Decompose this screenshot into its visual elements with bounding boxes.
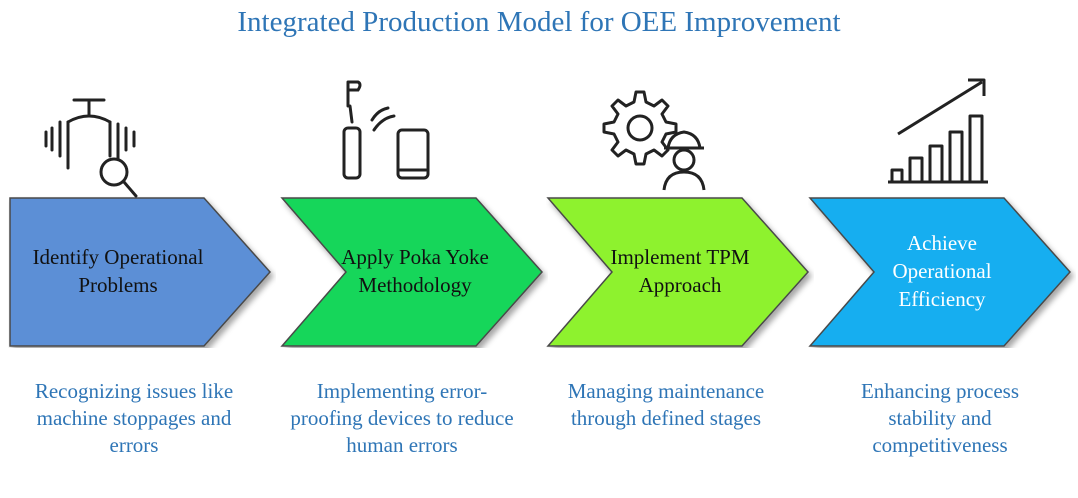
step-description: Managing maintenance through defined sta… — [567, 379, 765, 430]
step-arrow-identify: Identify Operational Problems — [8, 196, 276, 348]
step-label: Identify Operational Problems — [32, 245, 204, 297]
arrow-shape — [808, 197, 1072, 347]
step-description: Recognizing issues like machine stoppage… — [34, 379, 234, 457]
step-arrow-efficiency: Achieve Operational Efficiency — [808, 196, 1076, 348]
gear-worker-icon — [600, 86, 710, 196]
step-arrow-poka-yoke: Apply Poka Yoke Methodology — [280, 196, 548, 348]
arrow-shape — [546, 197, 810, 347]
growth-chart-icon — [884, 70, 1004, 186]
diagram-title: Integrated Production Model for OEE Impr… — [237, 6, 841, 38]
step-description: Implementing error-proofing devices to r… — [290, 379, 514, 457]
step-description: Enhancing process stability and competit… — [860, 379, 1020, 457]
step-arrow-tpm: Implement TPM Approach — [546, 196, 814, 348]
step-label: Achieve Operational Efficiency — [892, 231, 992, 311]
step-label: Apply Poka Yoke Methodology — [341, 245, 489, 297]
step-label: Implement TPM Approach — [610, 245, 750, 297]
arrow-shape — [280, 197, 544, 347]
sensor-device-icon — [332, 76, 442, 188]
arrow-shape — [9, 197, 272, 347]
valve-magnifier-icon — [38, 92, 148, 200]
